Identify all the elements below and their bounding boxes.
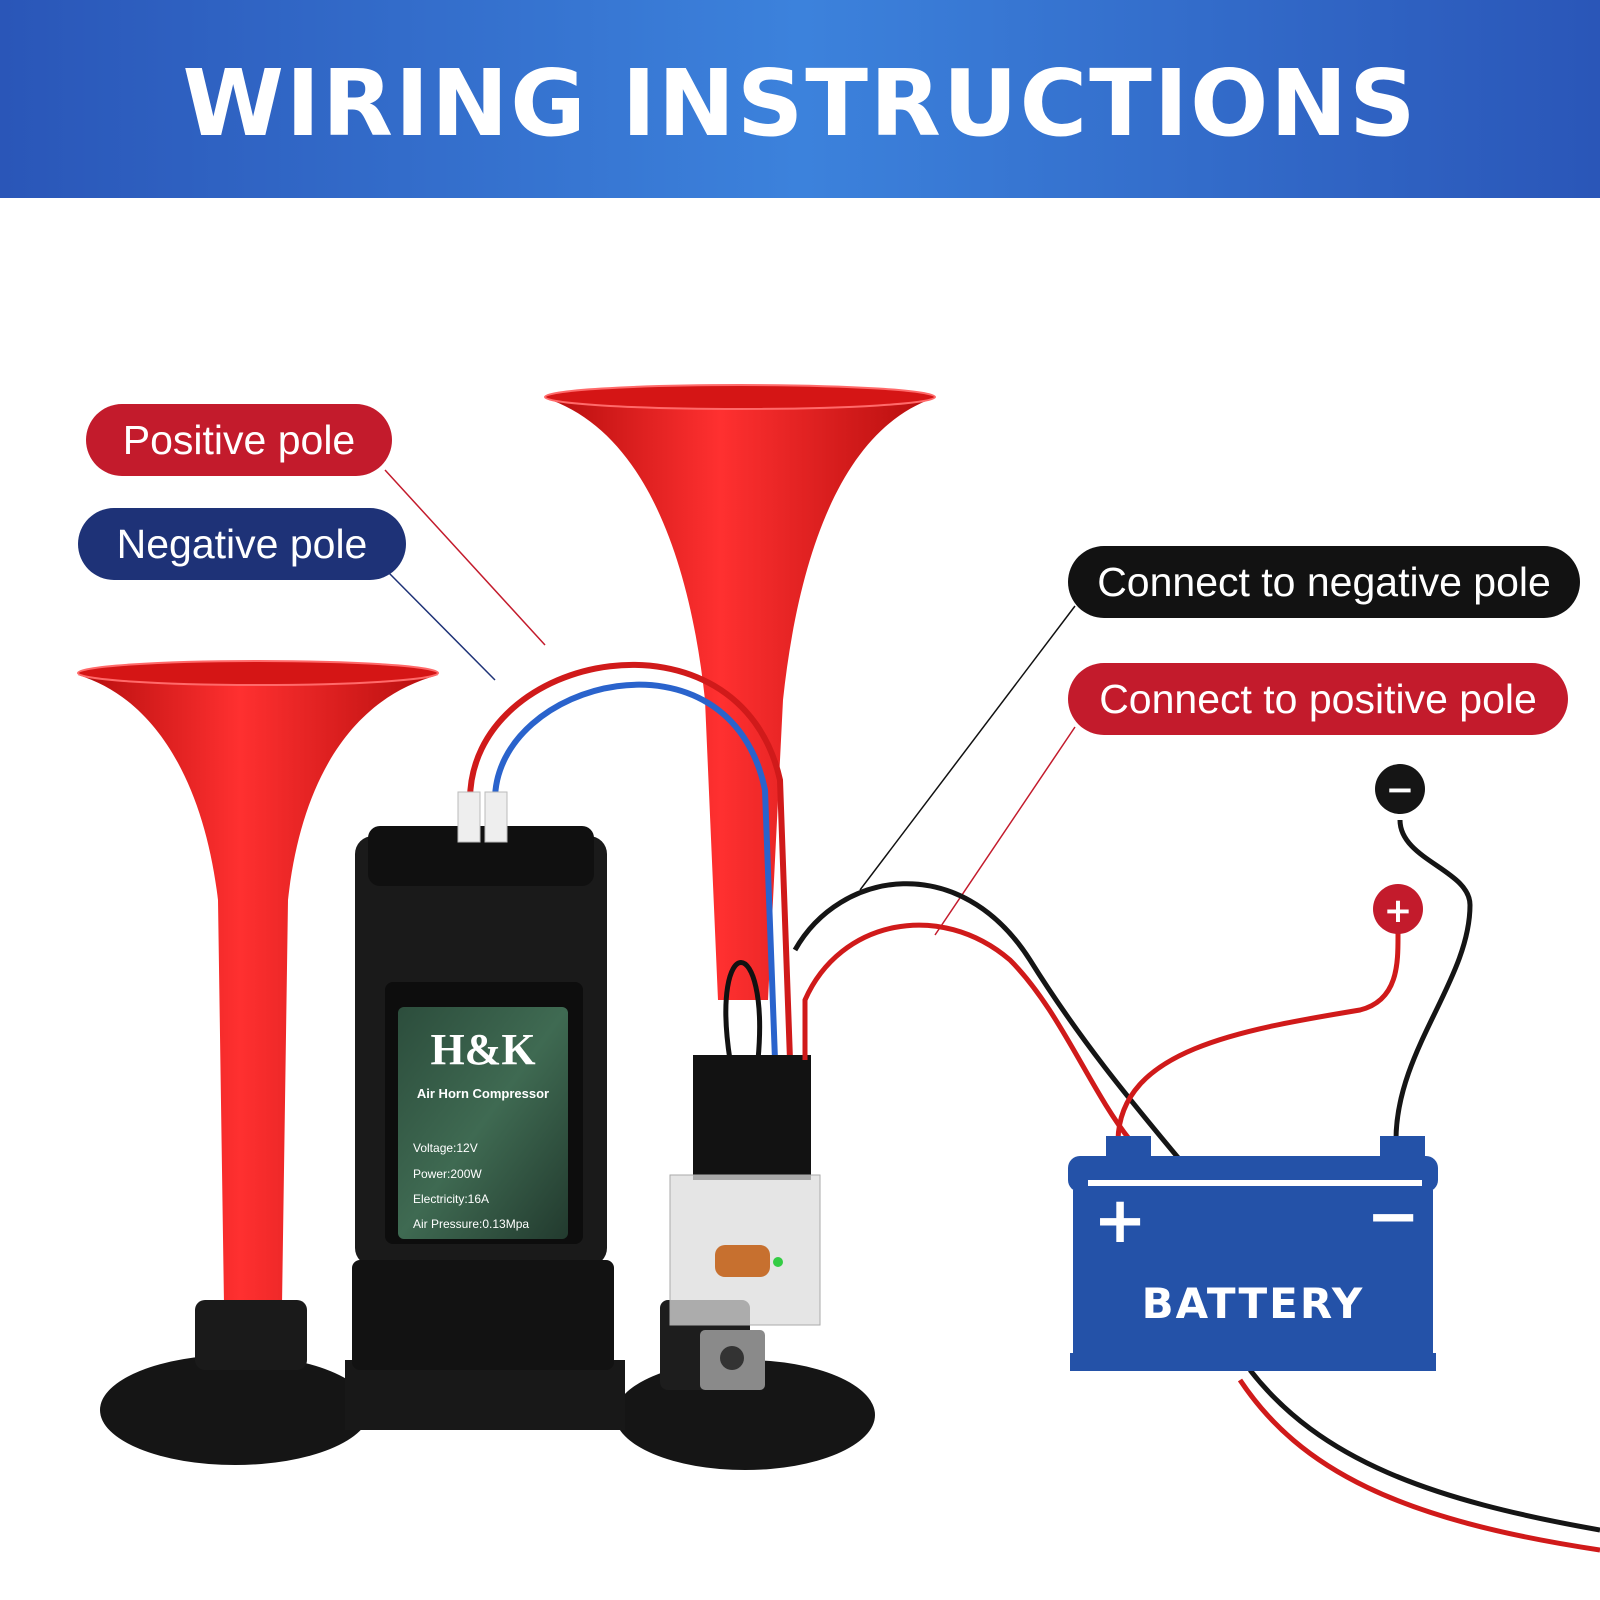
short-horn	[77, 660, 439, 1305]
battery-minus-sign: −	[1366, 1180, 1420, 1254]
page-title: WIRING INSTRUCTIONS	[182, 50, 1418, 157]
compressor-wires	[457, 661, 793, 1061]
relay	[669, 960, 821, 1326]
leader-negative-pole	[387, 571, 496, 681]
callout-connect-negative: Connect to negative pole	[1068, 546, 1580, 618]
compressor-logo: H&K	[430, 1025, 535, 1074]
compressor-product-name: Air Horn Compressor	[417, 1086, 549, 1101]
tall-horn	[544, 384, 936, 1000]
leader-connect-positive	[934, 726, 1076, 936]
compressor	[352, 826, 614, 1370]
callout-negative-pole: Negative pole	[78, 508, 406, 580]
positive-terminal-sign: +	[1384, 891, 1413, 931]
battery	[1068, 1136, 1438, 1371]
spec-voltage: Voltage:12V	[413, 1141, 478, 1155]
battery-label: BATTERY	[1142, 1279, 1365, 1328]
spec-air-pressure: Air Pressure:0.13Mpa	[413, 1217, 529, 1231]
negative-terminal-cap: −	[1375, 764, 1425, 814]
negative-terminal-sign: −	[1386, 770, 1415, 810]
callout-positive-pole: Positive pole	[86, 404, 392, 476]
leader-connect-negative	[859, 605, 1076, 891]
leader-positive-pole	[384, 469, 546, 646]
callout-connect-positive: Connect to positive pole	[1068, 663, 1568, 735]
spec-electricity: Electricity:16A	[413, 1192, 489, 1206]
horn-bases	[100, 1300, 875, 1470]
positive-terminal-cap: +	[1373, 884, 1423, 934]
header-banner: WIRING INSTRUCTIONS	[0, 0, 1600, 198]
battery-plus-sign: +	[1093, 1184, 1147, 1258]
harness-wires	[792, 819, 1600, 1553]
spec-power: Power:200W	[413, 1167, 482, 1181]
